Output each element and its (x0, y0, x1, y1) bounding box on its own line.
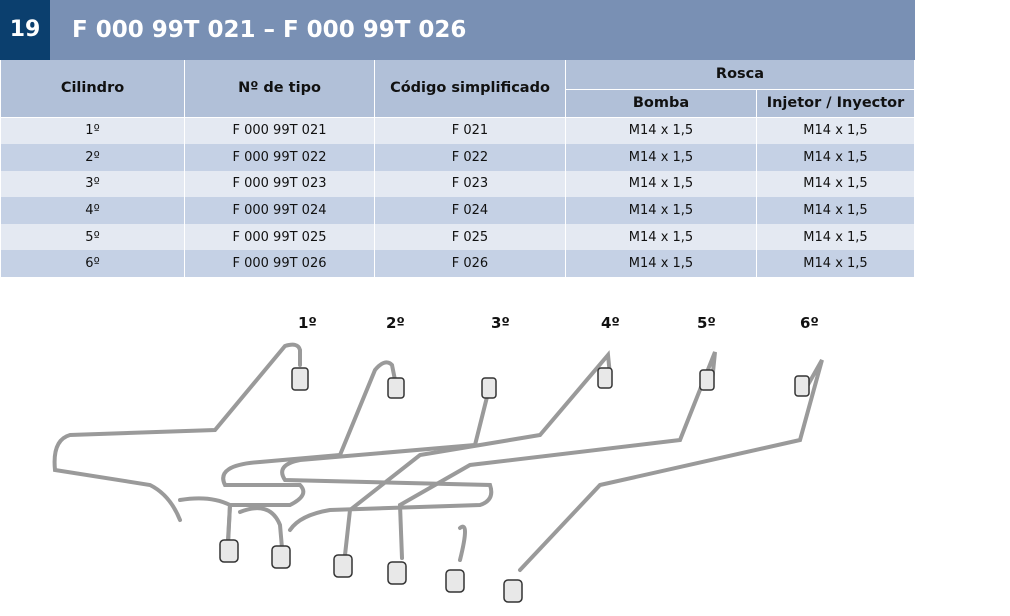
cell-bomba: M14 x 1,5 (565, 250, 757, 278)
cell-codigo: F 023 (374, 170, 566, 198)
figure-label-cylinder: 1º (298, 314, 317, 332)
figure-label-cylinder: 5º (697, 314, 716, 332)
figure-label-cylinder: 6º (800, 314, 819, 332)
header-tipo: Nº de tipo (184, 60, 375, 118)
cell-bomba: M14 x 1,5 (565, 223, 757, 251)
figure-label-cylinder: 4º (601, 314, 620, 332)
cell-cilindro: 5º (0, 223, 185, 251)
header-cilindro: Cilindro (0, 60, 185, 118)
cell-bomba: M14 x 1,5 (565, 170, 757, 198)
cell-injetor: M14 x 1,5 (756, 250, 915, 278)
header-bomba: Bomba (565, 89, 757, 118)
pipes-illustration (52, 342, 824, 603)
cell-bomba: M14 x 1,5 (565, 144, 757, 171)
header-codigo: Código simplificado (374, 60, 566, 118)
cell-codigo: F 024 (374, 197, 566, 224)
cell-injetor: M14 x 1,5 (756, 117, 915, 145)
section-number: 19 (0, 0, 50, 60)
cell-cilindro: 2º (0, 144, 185, 171)
cell-bomba: M14 x 1,5 (565, 117, 757, 145)
cell-tipo: F 000 99T 025 (184, 223, 375, 251)
cell-codigo: F 026 (374, 250, 566, 278)
cell-tipo: F 000 99T 022 (184, 144, 375, 171)
cell-injetor: M14 x 1,5 (756, 223, 915, 251)
parts-table: Cilindro Nº de tipo Código simplificado … (0, 60, 915, 278)
cell-tipo: F 000 99T 023 (184, 170, 375, 198)
cell-bomba: M14 x 1,5 (565, 197, 757, 224)
cell-codigo: F 021 (374, 117, 566, 145)
figure-label-cylinder: 2º (386, 314, 405, 332)
header-injetor: Injetor / Inyector (756, 89, 915, 118)
page-title: F 000 99T 021 – F 000 99T 026 (72, 17, 467, 43)
cell-codigo: F 025 (374, 223, 566, 251)
header-rosca: Rosca (565, 60, 915, 90)
cell-tipo: F 000 99T 024 (184, 197, 375, 224)
cell-codigo: F 022 (374, 144, 566, 171)
title-bar: 19 F 000 99T 021 – F 000 99T 026 (0, 0, 915, 60)
figure-label-cylinder: 3º (491, 314, 510, 332)
cell-tipo: F 000 99T 026 (184, 250, 375, 278)
cell-cilindro: 6º (0, 250, 185, 278)
cell-cilindro: 1º (0, 117, 185, 145)
cell-cilindro: 3º (0, 170, 185, 198)
cell-cilindro: 4º (0, 197, 185, 224)
cell-injetor: M14 x 1,5 (756, 197, 915, 224)
cell-injetor: M14 x 1,5 (756, 144, 915, 171)
cell-tipo: F 000 99T 021 (184, 117, 375, 145)
cell-injetor: M14 x 1,5 (756, 170, 915, 198)
